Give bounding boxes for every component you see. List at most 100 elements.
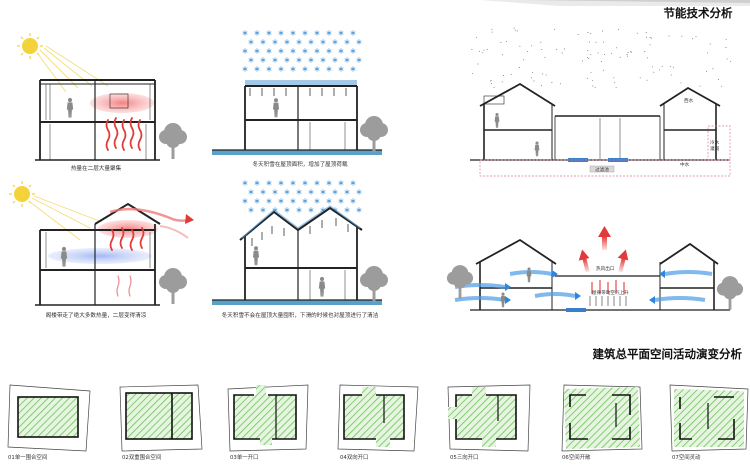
rain-dot [603,41,605,43]
corner-texture-dark [520,0,750,3]
snowflake-icon [254,48,260,54]
rain-dot [556,48,558,50]
snowflake-icon [242,30,248,36]
label-irrigation: 灌溉 [710,145,720,152]
snowflake-icon [320,57,326,63]
caption-heat-accumulation: 热量在二层大量聚集 [71,164,122,172]
rain-dot [590,32,592,34]
plan-07: 07空间灵动 [669,384,749,461]
rain-dot [587,32,589,33]
snowflake-icon [278,30,284,36]
cold-air-arrow [454,296,506,302]
cold-air-arrow [534,292,576,298]
snowflake-icon [326,30,332,36]
snowflake-icon [326,180,332,186]
rain-dot [672,66,674,68]
snowflake-icon [356,39,362,45]
rain-dot [590,53,592,55]
rain-dot [601,30,603,32]
snowflake-icon [338,66,344,72]
rain-dot [706,70,707,72]
rain-dot [581,60,583,62]
snowflake-icon [320,39,326,45]
cold-air-arrowhead [659,270,665,278]
plan-07-label: 07空间灵动 [672,453,701,461]
snowflake-icon [314,30,320,36]
rain-dot [602,69,604,71]
rain-dot [653,71,655,73]
snowflake-icon [242,66,248,72]
panel-attic-cooling: 阁楼带走了绝大多数热量，二层变得清凉 [9,181,194,319]
rain-dot [646,79,648,81]
rain-dot [604,54,606,56]
snowflake-icon [272,189,278,195]
rain-dot [503,75,504,77]
rain-dot [527,51,529,53]
snowflake-icon [350,48,356,54]
rain-dot [646,57,648,59]
section-ventilation: 热风出口 屋脊带动空气上升 [446,226,744,312]
rain-dot [730,60,732,62]
rain-dot [615,86,617,88]
cold-air-arrowhead [505,296,511,304]
rain-dot [533,80,535,82]
rain-dot [541,84,542,86]
rain-dot [590,71,592,73]
rain-dot [630,51,632,53]
snowflake-icon [338,48,344,54]
snowflake-icons [242,30,362,72]
snowflake-icon [254,198,260,204]
panel-snow-flat-roof: 冬天积雪在屋顶面积，增加了屋顶荷载 [212,30,388,168]
snowflake-icon [350,198,356,204]
rain-dot [483,49,485,51]
snowflake-icon [350,66,356,72]
snowflake-icon [350,180,356,186]
snowflake-icon [266,198,272,204]
rain-dot [725,47,727,48]
rain-dot [514,29,516,31]
rain-dot [659,69,660,71]
rain-dot [721,85,723,87]
rain-dot [616,47,618,49]
rain-dot [611,52,612,54]
rain-dot [560,83,561,85]
rain-dot [478,50,480,52]
rain-dots [471,27,732,88]
snowflake-icon [260,39,266,45]
rain-dot [491,31,493,33]
snowflake-icon [344,189,350,195]
snowflake-icon [242,198,248,204]
rain-dot [592,85,594,87]
rain-dot [618,28,620,30]
label-cold-water: 冷水 [710,139,720,146]
rain-dot [692,38,693,40]
rain-dot [670,74,672,76]
rain-dot [531,71,533,73]
snowflake-icon [290,30,296,36]
rain-dot [636,32,638,34]
rain-dot [490,83,492,85]
snowflake-icon [248,57,254,63]
snowflake-icon [302,30,308,36]
snowflake-icon [278,180,284,186]
rain-dot [506,40,507,42]
snowflake-icon [284,207,290,213]
rain-dot [510,73,512,75]
snowflake-icon [254,66,260,72]
rain-dot [551,82,553,83]
section-rainwater: 过滤池 西水 冷水 灌溉 中水 [470,27,732,177]
snowflake-icon [314,180,320,186]
snowflake-icon [344,207,350,213]
snowflake-icon [338,180,344,186]
rain-dot [649,37,651,38]
rain-dot [561,52,563,54]
rain-dot [523,59,525,61]
rain-dot [726,58,728,60]
snowflake-icon [266,48,272,54]
rain-dot [668,35,670,37]
rain-dot [627,52,629,54]
snowflake-icon [326,48,332,54]
snowflake-icon [278,198,284,204]
rain-dot [725,38,727,40]
